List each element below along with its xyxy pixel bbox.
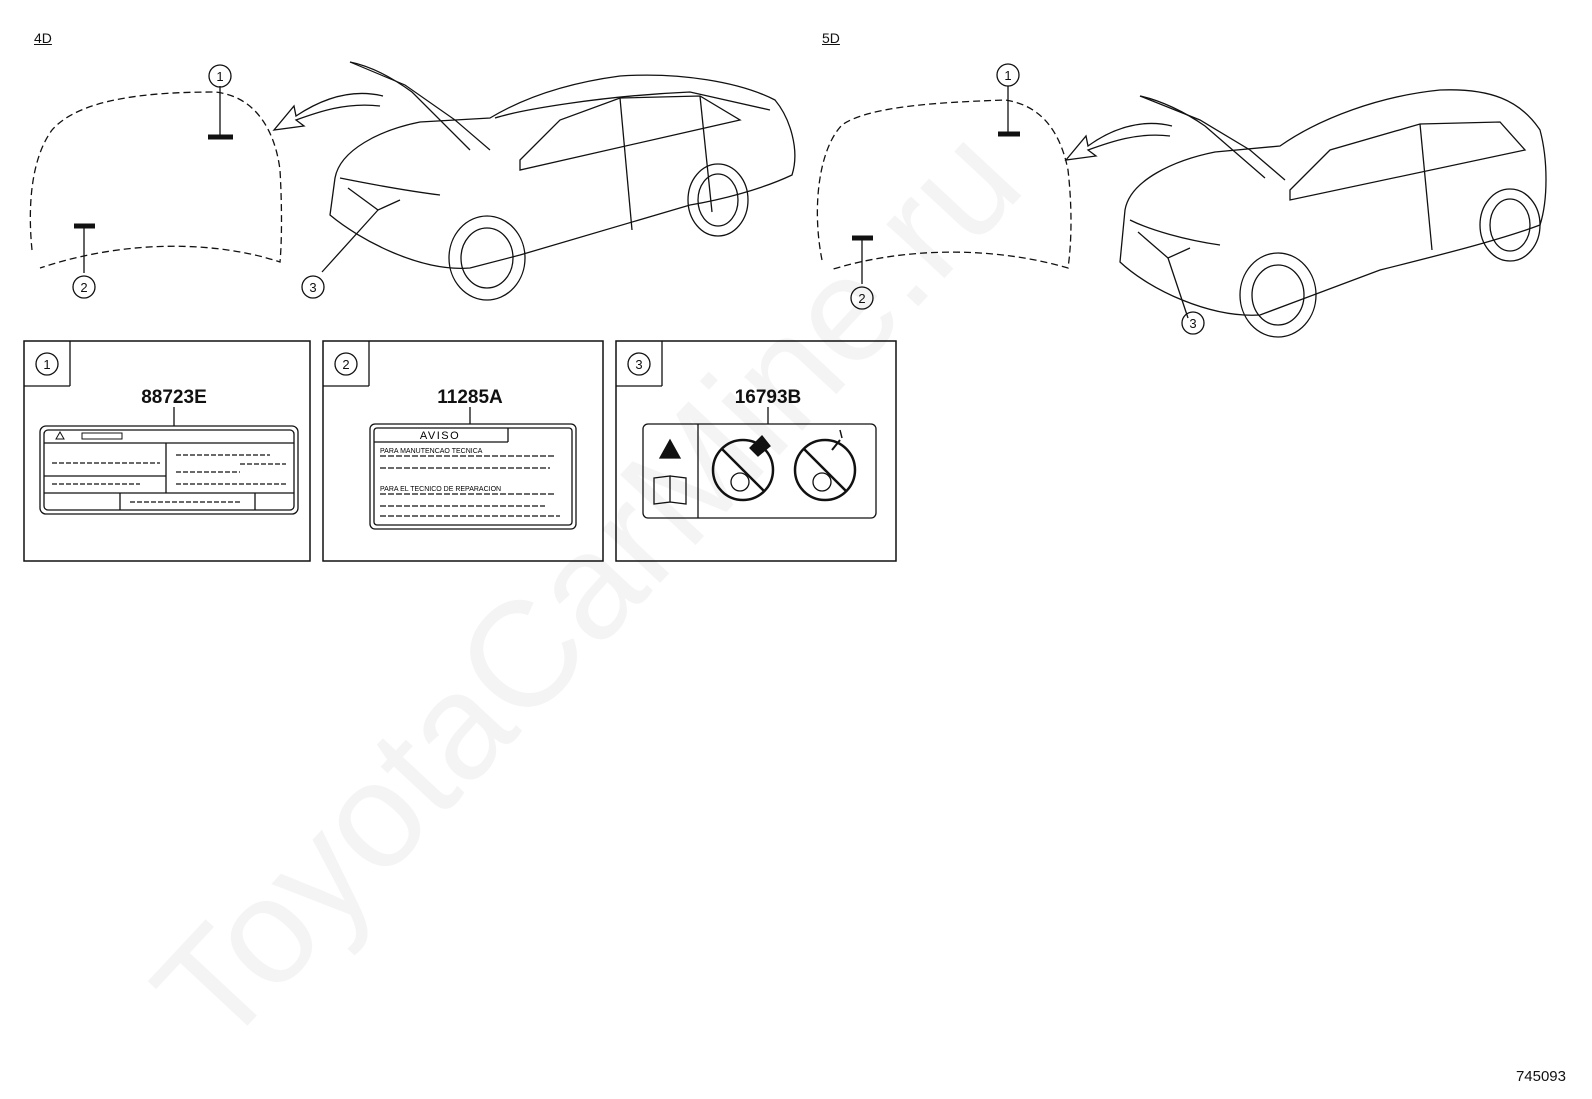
warning-triangle-icon: [658, 438, 682, 459]
callout-1-4d: 1: [216, 69, 223, 84]
hood-4d: [29, 86, 283, 273]
arrow-5d: [1064, 122, 1173, 161]
callout-2-5d: 2: [858, 291, 865, 306]
label-panel-3: [615, 340, 897, 562]
manual-book-icon: [653, 475, 687, 505]
part-number-2: 11285A: [437, 387, 503, 408]
hatchback-5d-illustration: [1119, 89, 1547, 338]
label-2-line1: PARA MANUTENCAO TECNICA: [380, 448, 483, 455]
hood-5d: [816, 86, 1072, 284]
part-number-3: 16793B: [735, 387, 802, 408]
callout-3-5d: 3: [1189, 316, 1196, 331]
panel-2-callout: 2: [342, 357, 349, 372]
label-2-line2: PARA EL TECNICO DE REPARACION: [380, 486, 501, 493]
section-label-5d: 5D: [822, 30, 840, 46]
panel-3-callout: 3: [635, 357, 642, 372]
arrow-4d: [272, 92, 384, 131]
label-2-heading: AVISO: [420, 430, 460, 442]
part-number-1: 88723E: [141, 387, 207, 408]
callout-3-4d: 3: [309, 280, 316, 295]
section-label-4d: 4D: [34, 30, 52, 46]
label-panel-1: [23, 340, 311, 562]
callout-1-5d: 1: [1004, 68, 1011, 83]
callout-circles: [35, 63, 1205, 376]
panel-1-callout: 1: [43, 357, 50, 372]
document-number: 745093: [1515, 1068, 1566, 1085]
sedan-4d-illustration: [321, 61, 796, 301]
no-tool-fan-icon: [793, 429, 857, 502]
label-panel-2: [322, 340, 604, 562]
no-hand-fan-icon: [711, 435, 775, 502]
callout-2-4d: 2: [80, 280, 87, 295]
